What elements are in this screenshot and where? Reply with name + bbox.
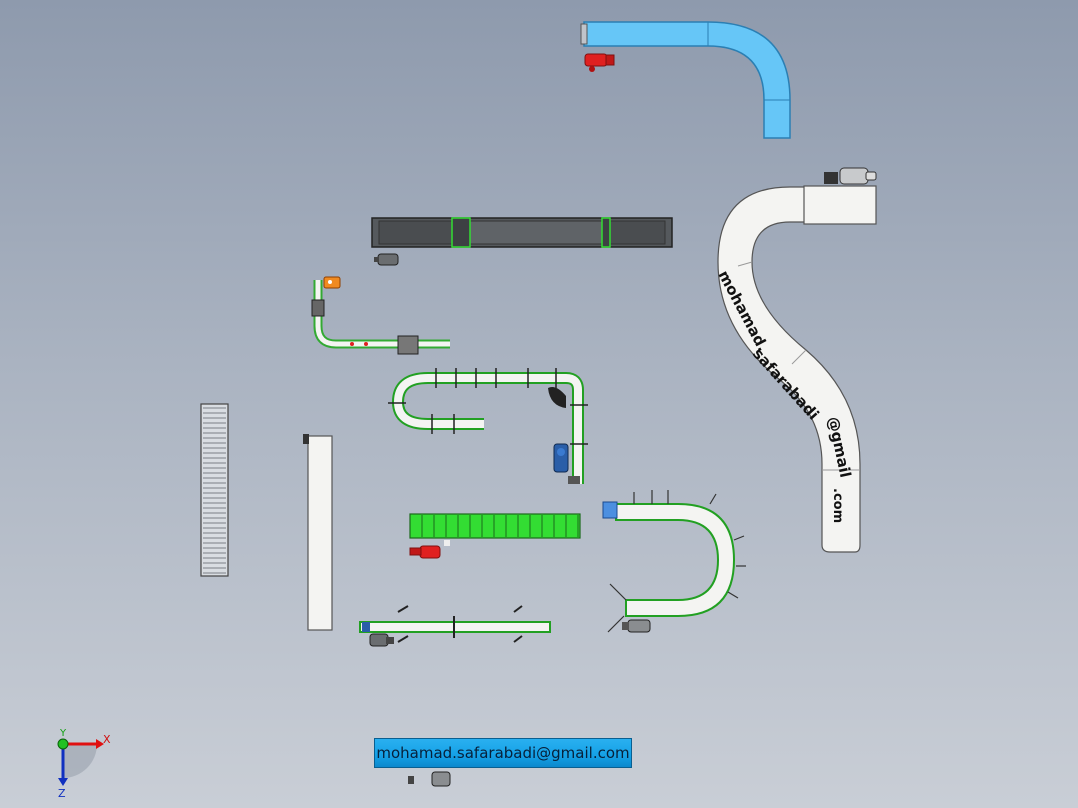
white-straight-belt[interactable] <box>303 434 333 631</box>
blue-curved-conveyor[interactable] <box>580 21 791 139</box>
white-s-curve-conveyor[interactable]: mohamad. safarabadi @gmail .com <box>714 167 877 553</box>
motor-grey-dark-conveyor[interactable] <box>374 253 399 266</box>
motor-red-slat[interactable] <box>409 540 450 559</box>
roller-conveyor[interactable] <box>200 403 229 577</box>
z-axis-label: Z <box>58 787 66 800</box>
motor-orange[interactable] <box>323 276 341 289</box>
x-axis-label: X <box>103 733 111 746</box>
email-banner-text: mohamad.safarabadi@gmail.com <box>376 744 630 762</box>
bottom-straight-belt[interactable] <box>359 605 551 647</box>
curve-text-part4: .com <box>830 488 845 523</box>
small-l-conveyor[interactable] <box>311 276 450 355</box>
email-banner[interactable]: mohamad.safarabadi@gmail.com <box>374 738 632 768</box>
y-axis-label: Y <box>59 728 67 739</box>
motor-blue[interactable] <box>553 443 569 473</box>
coordinate-triad: X Y Z <box>57 728 111 800</box>
green-slat-conveyor[interactable] <box>409 513 581 559</box>
green-u-conveyor[interactable] <box>388 368 588 484</box>
roller-set <box>203 407 226 574</box>
motor-red-top[interactable] <box>584 53 615 72</box>
banner-base-motor[interactable] <box>408 771 451 787</box>
dark-belt-conveyor[interactable] <box>371 217 673 266</box>
motor-grey-bottom[interactable] <box>369 633 394 647</box>
white-u-turn-conveyor[interactable] <box>602 490 746 633</box>
motor-grey-u-turn[interactable] <box>622 619 651 633</box>
slat-set <box>421 515 579 537</box>
motor-silver[interactable] <box>824 167 877 185</box>
